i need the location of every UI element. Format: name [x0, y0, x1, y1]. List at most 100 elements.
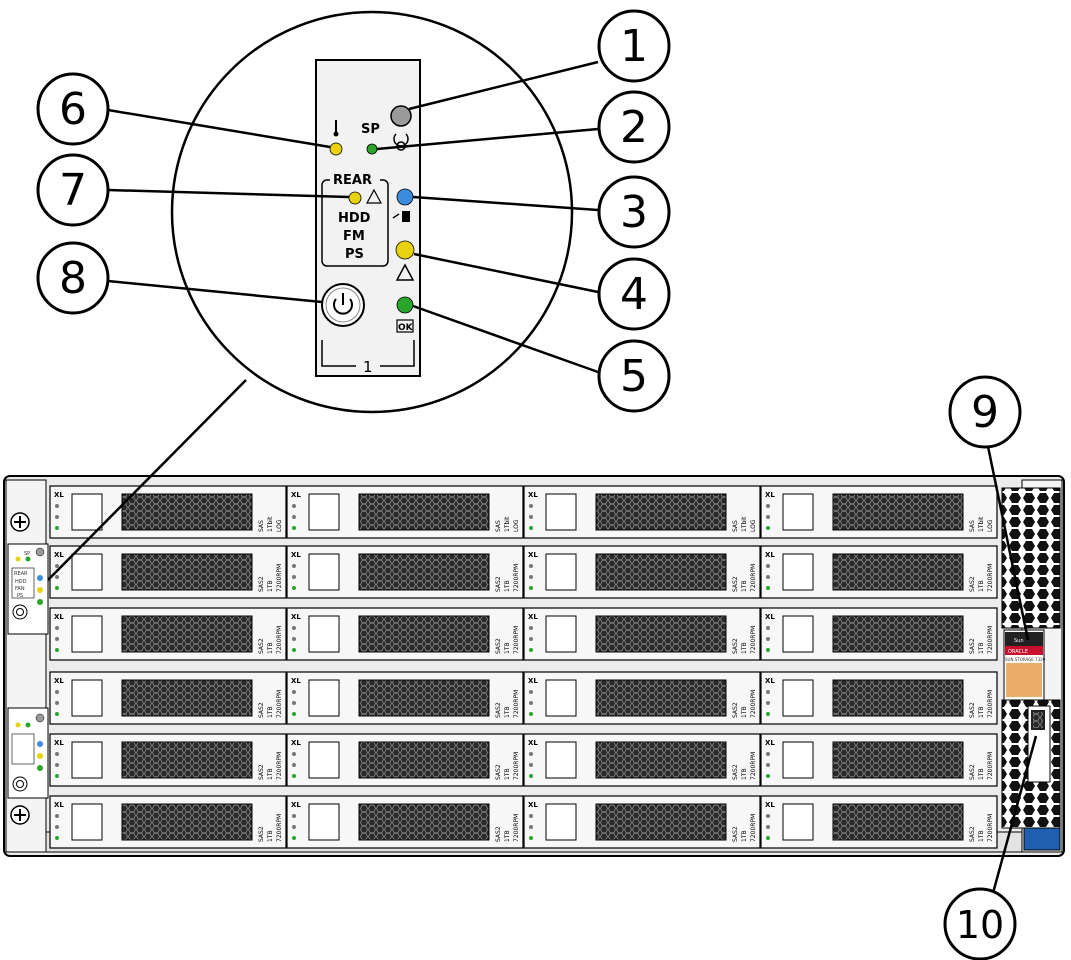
- drive-release-latch[interactable]: [71, 493, 103, 531]
- drive-status-led: [766, 814, 770, 818]
- drive-type-label: SAS: [732, 520, 739, 532]
- drive-type-label: SAS2: [969, 764, 976, 780]
- drive-status-led: [529, 515, 533, 519]
- drive-status-led: [766, 515, 770, 519]
- drive-xl-label: XL: [54, 613, 64, 621]
- drive-release-latch[interactable]: [545, 615, 577, 653]
- drive-release-latch[interactable]: [782, 553, 814, 591]
- drive-release-latch[interactable]: [545, 679, 577, 717]
- locator-button[interactable]: [390, 105, 412, 127]
- drive-xl-label: XL: [291, 801, 301, 809]
- drive-release-latch[interactable]: [308, 679, 340, 717]
- drive-release-latch[interactable]: [782, 679, 814, 717]
- drive-release-latch[interactable]: [782, 803, 814, 841]
- drive-size-label: 1TB: [978, 830, 985, 842]
- drive-release-latch[interactable]: [71, 615, 103, 653]
- drive-release-latch[interactable]: [545, 803, 577, 841]
- drive-release-latch[interactable]: [782, 493, 814, 531]
- drive-status-led: [529, 586, 533, 590]
- drive-type-label: SAS2: [258, 702, 265, 718]
- drive-status-led: [55, 763, 59, 767]
- drive-extra-label: 7200RPM: [750, 814, 757, 842]
- drive-status-led: [766, 526, 770, 530]
- callout-number: 10: [956, 903, 1004, 947]
- drive-type-label: SAS: [258, 520, 265, 532]
- drive-extra-label: 7200RPM: [750, 626, 757, 654]
- ok-label: OK: [398, 323, 414, 333]
- drive-extra-label: 7200RPM: [276, 626, 283, 654]
- drive-release-latch[interactable]: [782, 741, 814, 779]
- ps-label: PS: [345, 247, 364, 262]
- drive-size-label: 1TB: [504, 580, 511, 592]
- drive-release-latch[interactable]: [71, 803, 103, 841]
- drive-status-led: [55, 774, 59, 778]
- drive-status-led: [766, 690, 770, 694]
- drive-release-latch[interactable]: [308, 553, 340, 591]
- drive-status-led: [766, 701, 770, 705]
- drive-status-led: [529, 504, 533, 508]
- mini-ps-label: PS: [17, 593, 23, 599]
- drive-status-led: [766, 575, 770, 579]
- drive-status-led: [55, 637, 59, 641]
- mini-fan-label: FAN: [15, 586, 25, 592]
- drive-status-led: [292, 774, 296, 778]
- drive-type-label: SAS2: [258, 638, 265, 654]
- drive-release-latch[interactable]: [308, 493, 340, 531]
- mini-rear-label: REAR: [14, 571, 28, 577]
- drive-xl-label: XL: [765, 491, 775, 499]
- drive-release-latch[interactable]: [308, 803, 340, 841]
- drive-extra-label: 7200RPM: [987, 752, 994, 780]
- drive-release-latch[interactable]: [782, 615, 814, 653]
- drive-release-latch[interactable]: [308, 741, 340, 779]
- drive-release-latch[interactable]: [308, 615, 340, 653]
- service-tag[interactable]: [1027, 705, 1051, 783]
- drive-grille: [121, 553, 253, 591]
- callout-5: 5: [597, 339, 671, 413]
- drive-size-label: 1Tbit: [978, 516, 985, 532]
- warning-icon: [365, 188, 383, 204]
- drive-type-label: SAS2: [258, 764, 265, 780]
- drive-release-latch[interactable]: [545, 493, 577, 531]
- drive-grille: [121, 741, 253, 779]
- thumb-screw-icon[interactable]: [10, 512, 30, 532]
- drive-extra-label: 7200RPM: [513, 814, 520, 842]
- drive-status-led: [292, 690, 296, 694]
- drive-extra-label: 7200RPM: [750, 690, 757, 718]
- drive-status-led: [529, 701, 533, 705]
- drive-release-latch[interactable]: [71, 553, 103, 591]
- drive-grille: [595, 741, 727, 779]
- drive-release-latch[interactable]: [71, 741, 103, 779]
- drive-release-latch[interactable]: [71, 679, 103, 717]
- drive-size-label: 1TB: [504, 642, 511, 654]
- thumb-screw-icon[interactable]: [10, 805, 30, 825]
- drive-release-latch[interactable]: [545, 741, 577, 779]
- drive-extra-label: 7200RPM: [513, 690, 520, 718]
- mini-sp-label: SP: [24, 551, 30, 557]
- drive-xl-label: XL: [54, 677, 64, 685]
- drive-release-latch[interactable]: [545, 553, 577, 591]
